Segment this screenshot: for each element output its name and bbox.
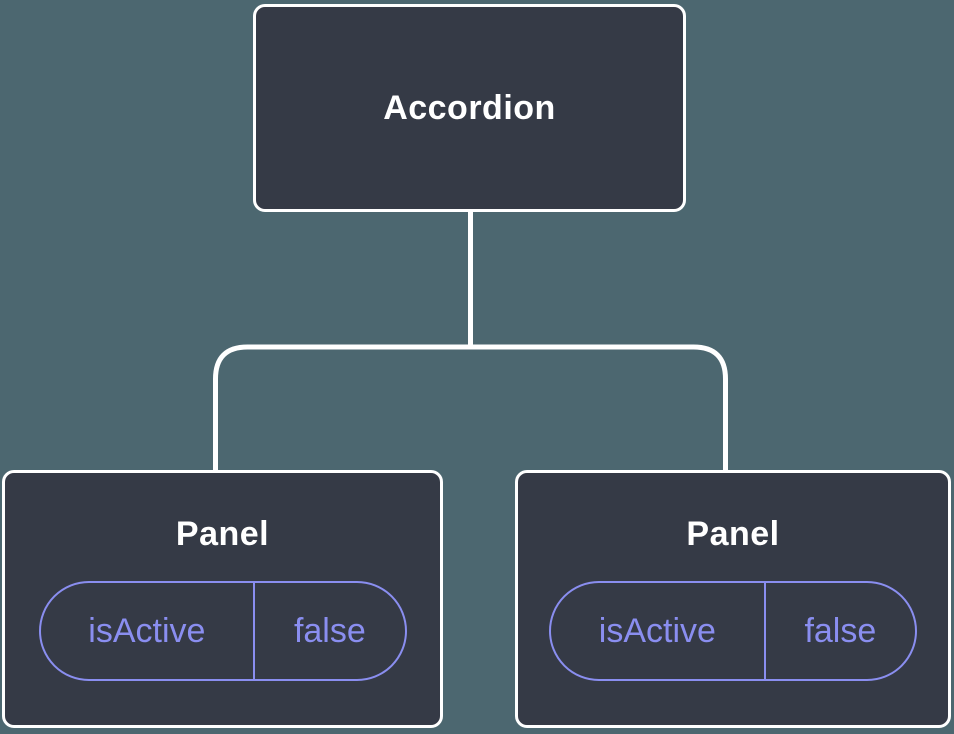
panel-node-label: Panel [686, 515, 780, 553]
state-value-cell: false [804, 612, 877, 650]
state-value-cell: false [293, 612, 366, 650]
state-pill: isActive false [38, 581, 407, 681]
state-pill: isActive false [549, 581, 917, 681]
panel-node-left: Panel isActive false [2, 470, 443, 728]
accordion-node: Accordion [253, 4, 686, 212]
connector-branch [213, 344, 728, 472]
state-name-cell: isActive [551, 583, 766, 679]
accordion-node-label: Accordion [383, 89, 556, 127]
panel-node-right: Panel isActive false [515, 470, 951, 728]
state-name-cell: isActive [41, 583, 256, 679]
panel-node-label: Panel [175, 515, 270, 553]
